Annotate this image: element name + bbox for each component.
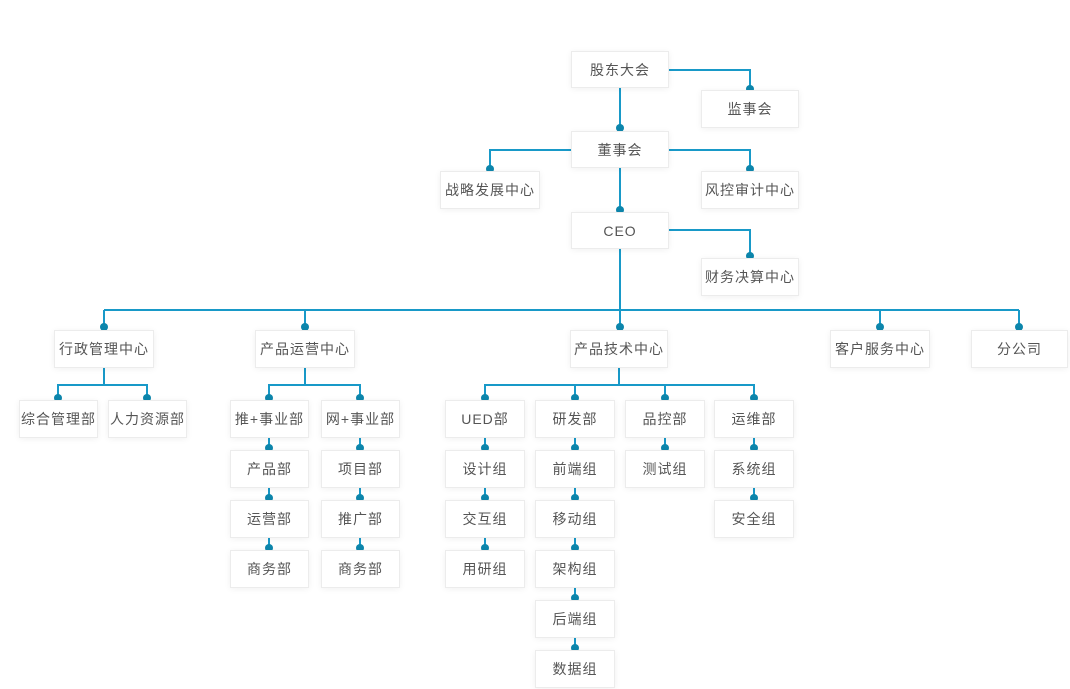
org-node-biz-dept-a: 商务部 <box>230 550 309 588</box>
connector-lines <box>57 69 1020 648</box>
org-node-ued-dept: UED部 <box>445 400 525 438</box>
org-node-project-dept: 项目部 <box>321 450 400 488</box>
org-node-shareholders: 股东大会 <box>571 51 669 88</box>
org-node-security-group: 安全组 <box>714 500 794 538</box>
org-node-strategy: 战略发展中心 <box>440 171 540 209</box>
org-node-biz-dept-b: 商务部 <box>321 550 400 588</box>
org-node-risk-audit: 风控审计中心 <box>701 171 799 209</box>
org-node-ceo: CEO <box>571 212 669 249</box>
org-node-system-group: 系统组 <box>714 450 794 488</box>
org-node-admin-center: 行政管理中心 <box>54 330 154 368</box>
org-node-product-ops-center: 产品运营中心 <box>255 330 355 368</box>
org-node-product-dept: 产品部 <box>230 450 309 488</box>
org-node-tui-bu: 推+事业部 <box>230 400 309 438</box>
org-node-rd-dept: 研发部 <box>535 400 615 438</box>
org-node-branch: 分公司 <box>971 330 1068 368</box>
org-node-promo-dept: 推广部 <box>321 500 400 538</box>
org-node-design-group: 设计组 <box>445 450 525 488</box>
org-node-test-group: 测试组 <box>625 450 705 488</box>
org-node-wang-bu: 网+事业部 <box>321 400 400 438</box>
org-node-product-tech-center: 产品技术中心 <box>570 330 668 368</box>
org-node-ops-dept: 运营部 <box>230 500 309 538</box>
org-node-data-group: 数据组 <box>535 650 615 688</box>
org-node-customer-service-center: 客户服务中心 <box>830 330 930 368</box>
org-node-backend-group: 后端组 <box>535 600 615 638</box>
org-node-qc-dept: 品控部 <box>625 400 705 438</box>
org-node-interaction-group: 交互组 <box>445 500 525 538</box>
org-node-mobile-group: 移动组 <box>535 500 615 538</box>
org-node-board: 董事会 <box>571 131 669 168</box>
org-node-architecture-group: 架构组 <box>535 550 615 588</box>
org-node-supervisory: 监事会 <box>701 90 799 128</box>
org-node-hr: 人力资源部 <box>108 400 187 438</box>
org-node-general-mgmt: 综合管理部 <box>19 400 98 438</box>
org-node-om-dept: 运维部 <box>714 400 794 438</box>
org-node-finance: 财务决算中心 <box>701 258 799 296</box>
org-node-frontend-group: 前端组 <box>535 450 615 488</box>
org-node-user-research-group: 用研组 <box>445 550 525 588</box>
